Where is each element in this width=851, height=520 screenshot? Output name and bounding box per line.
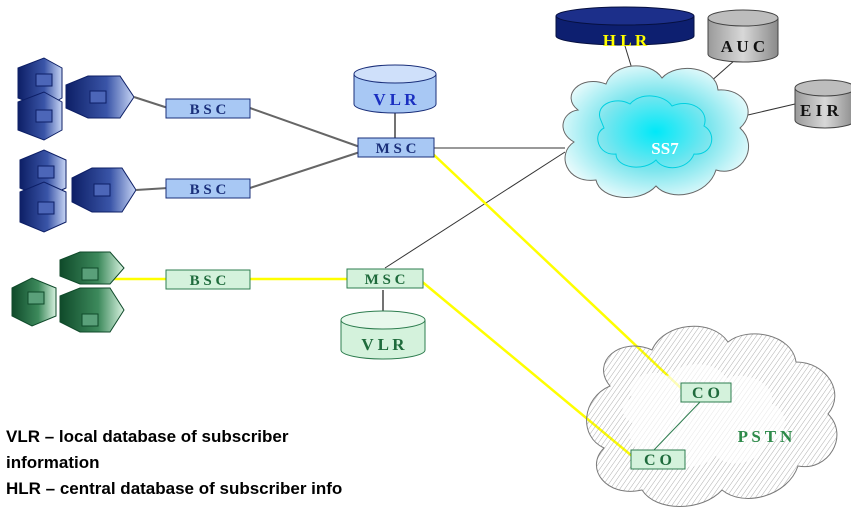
vlr-database-1: V L R xyxy=(353,64,437,114)
vlr-label-2: V L R xyxy=(361,335,405,354)
bsc-box-2: B S C xyxy=(165,178,251,199)
pstn-cloud: P S T N xyxy=(586,325,838,507)
bsc-label-1: B S C xyxy=(190,102,227,118)
auc-database: A U C xyxy=(707,9,779,63)
bsc-box-1: B S C xyxy=(165,98,251,119)
note-hlr-line: HLR – central database of subscriber inf… xyxy=(6,479,343,498)
ss7-cloud: SS7 xyxy=(562,65,750,198)
hlr-database: H L R xyxy=(555,6,695,50)
vlr-label-1: V L R xyxy=(373,90,417,109)
ss7-label: SS7 xyxy=(651,139,679,158)
msc-label-1: M S C xyxy=(376,141,417,157)
auc-label: A U C xyxy=(721,37,765,56)
cell-cluster-2 xyxy=(19,149,169,233)
link-msc2-ss7 xyxy=(384,151,566,269)
pstn-label: P S T N xyxy=(738,427,793,446)
msc-label-2: M S C xyxy=(365,272,406,288)
eir-database: E I R xyxy=(794,79,851,129)
note-vlr-line-1: VLR – local database of subscriber xyxy=(6,427,289,446)
bsc-label-2: B S C xyxy=(190,182,227,198)
link-bsc2-msc1 xyxy=(249,151,361,189)
co-label-1: C O xyxy=(692,385,720,402)
co-box-1: C O xyxy=(680,382,732,403)
cell-cluster-1 xyxy=(17,57,169,141)
cell-cluster-3 xyxy=(11,251,125,333)
notes-block: VLR – local database of subscriber infor… xyxy=(6,424,426,502)
bsc-box-3: B S C xyxy=(165,269,251,290)
link-bsc1-msc1 xyxy=(249,107,361,148)
co-label-2: C O xyxy=(644,452,672,469)
msc-box-2: M S C xyxy=(346,268,424,289)
co-box-2: C O xyxy=(630,449,686,470)
vlr-database-2: V L R xyxy=(340,310,426,360)
link-co1-co2 xyxy=(651,401,701,453)
msc-box-1: M S C xyxy=(357,137,435,158)
bsc-label-3: B S C xyxy=(190,273,227,289)
hlr-label: H L R xyxy=(603,31,648,50)
eir-label: E I R xyxy=(800,101,839,120)
note-vlr-line-2: information xyxy=(6,453,100,472)
